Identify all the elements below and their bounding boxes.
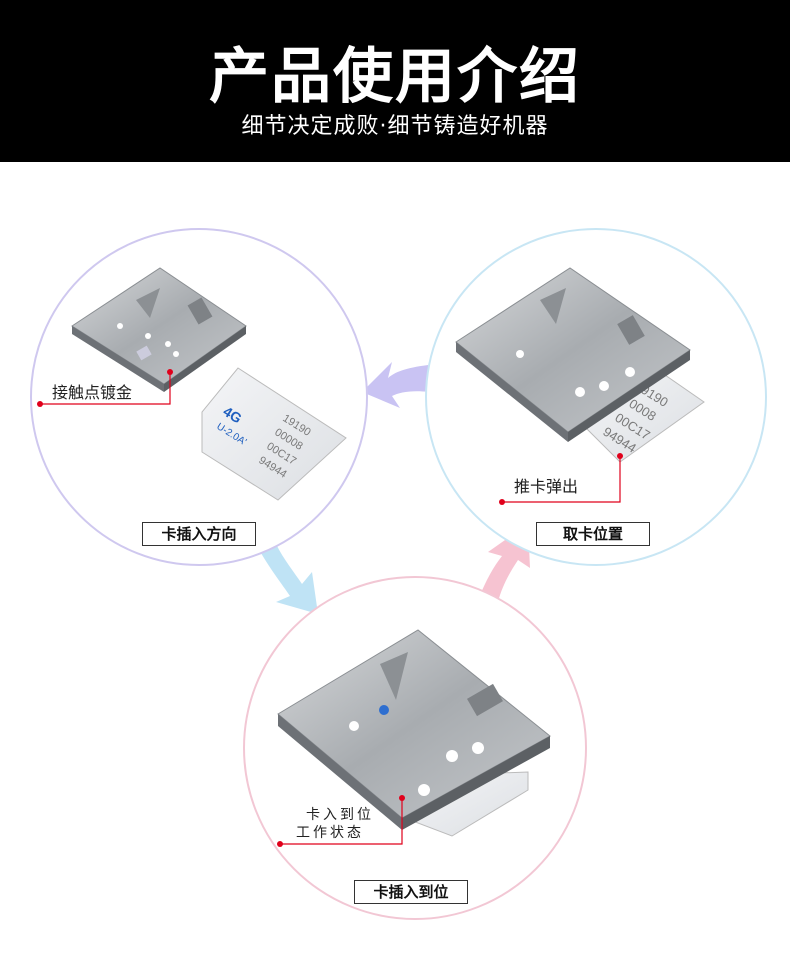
callout-lines [37,369,623,847]
caption-inserted: 卡插入到位 [354,880,468,904]
page-subtitle: 细节决定成败·细节铸造好机器 [241,114,549,139]
header-banner: 产品使用介绍 细节决定成败·细节铸造好机器 [0,0,790,162]
arrow-down-icon [258,544,318,614]
callout-gold-contacts: 接触点镀金 [52,383,133,402]
callout-inserted-line1: 卡入到位 [306,807,374,823]
callout-push-eject: 推卡弹出 [514,477,579,496]
panel-insert-direction [30,228,368,566]
sim-card-icon: 4G U-2.0A' 19190 00008 00C17 94944 [201,367,347,501]
caption-remove-position: 取卡位置 [536,522,650,546]
arrow-left-icon [362,362,430,408]
sim-connector-icon [277,629,551,837]
page-title: 产品使用介绍 [209,42,581,112]
sim-connector-icon [71,267,247,392]
callout-inserted-line2: 工作状态 [296,825,364,841]
caption-insert-direction: 卡插入方向 [142,522,256,546]
sim-connector-icon: 9190 0008 00C17 94944 [455,267,705,463]
